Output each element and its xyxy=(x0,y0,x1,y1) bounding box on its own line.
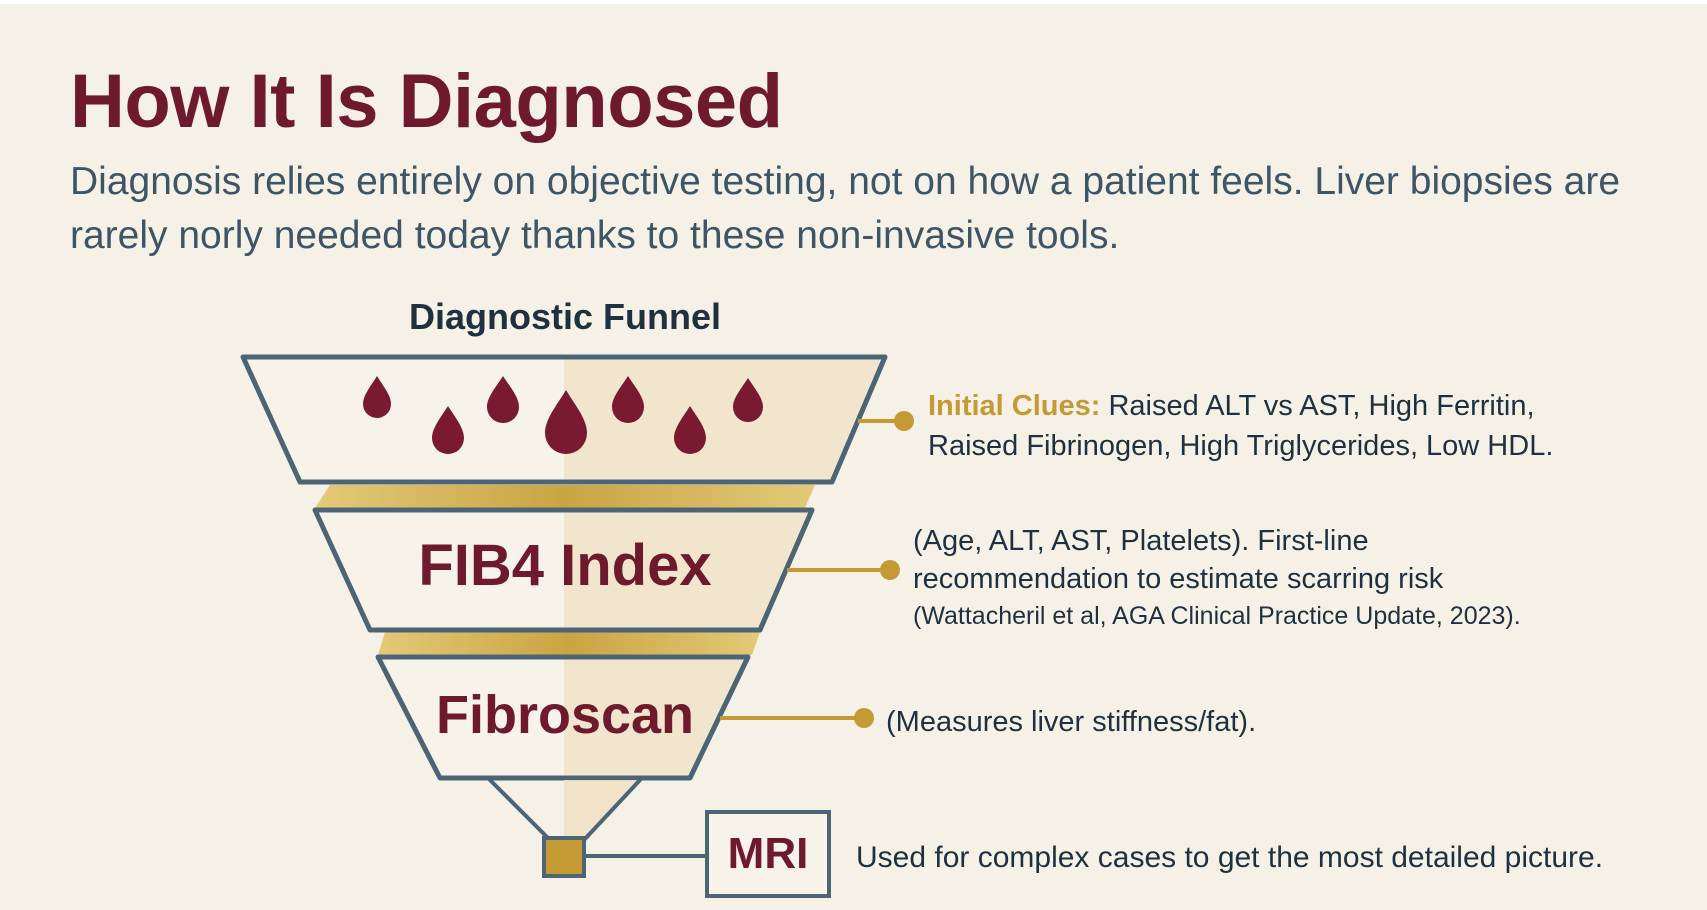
tier-label-fibroscan: Fibroscan xyxy=(435,685,695,745)
desc-initial-line2: Raised Fibrinogen, High Triglycerides, L… xyxy=(928,430,1554,462)
blood-drop-icon xyxy=(487,376,519,423)
desc-fib4-line2: recommendation to estimate scarring risk xyxy=(913,563,1444,595)
gold-band-2 xyxy=(378,632,760,655)
blood-drop-icon xyxy=(612,376,644,423)
desc-mri: Used for complex cases to get the most d… xyxy=(856,841,1604,874)
funnel-heading: Diagnostic Funnel xyxy=(408,296,721,337)
blood-drop-icon xyxy=(432,406,464,454)
blood-drops xyxy=(363,376,763,454)
desc-fib4-line1: (Age, ALT, AST, Platelets). First-line xyxy=(913,525,1369,557)
blood-drop-icon xyxy=(674,406,706,454)
connector-initial xyxy=(858,411,914,431)
desc-fib4: (Age, ALT, AST, Platelets). First-line r… xyxy=(913,522,1521,634)
page-subtitle: Diagnosis relies entirely on objective t… xyxy=(70,160,1621,257)
blood-drop-icon xyxy=(733,378,763,422)
gold-band-1 xyxy=(315,485,815,508)
blood-drop-icon xyxy=(545,390,587,454)
funnel-tier-fib4 xyxy=(312,507,815,633)
funnel-spout xyxy=(542,836,586,878)
tier-label-mri: MRI xyxy=(727,829,809,878)
tier-label-fib4: FIB4 Index xyxy=(418,533,712,598)
desc-initial-line1: Initial Clues: Raised ALT vs AST, High F… xyxy=(928,386,1553,426)
initial-clues-label: Initial Clues: xyxy=(928,390,1101,422)
initial-clues-text-1: Raised ALT vs AST, High Ferritin, xyxy=(1100,390,1535,422)
mri-box: MRI xyxy=(705,810,831,898)
top-strip xyxy=(0,0,1707,4)
desc-fibroscan: (Measures liver stiffness/fat). xyxy=(886,706,1257,738)
desc-initial-clues: Initial Clues: Raised ALT vs AST, High F… xyxy=(928,386,1553,466)
connector-fib4 xyxy=(787,560,900,580)
funnel-neck xyxy=(488,778,642,842)
funnel-tier-fibroscan xyxy=(375,654,751,781)
connector-fibroscan xyxy=(720,708,874,728)
desc-fib4-citation: (Wattacheril et al, AGA Clinical Practic… xyxy=(913,602,1521,630)
page-title: How It Is Diagnosed xyxy=(70,59,783,144)
blood-drop-icon xyxy=(363,376,391,418)
